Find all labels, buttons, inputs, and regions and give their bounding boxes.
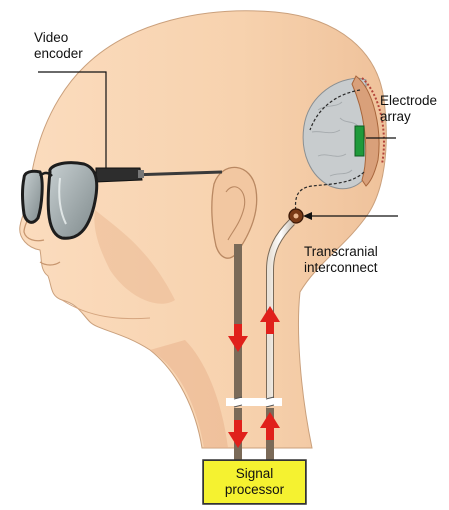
signal-processor-label-line2: processor (225, 482, 284, 498)
electrode-array-label-line2: array (380, 109, 437, 125)
electrode-array-label: Electrode array (380, 93, 437, 125)
interconnect-core (294, 214, 299, 219)
transcranial-interconnect-label: Transcranial interconnect (304, 244, 378, 276)
lens-back (23, 171, 43, 222)
video-encoder-label-line2: encoder (34, 46, 83, 62)
signal-processor-label: Signal processor (203, 460, 306, 504)
transcranial-label-line1: Transcranial (304, 244, 378, 260)
transcranial-label-line2: interconnect (304, 260, 378, 276)
video-encoder-unit (96, 168, 142, 182)
video-encoder-label-line1: Video (34, 30, 83, 46)
electrode-array-icon (355, 126, 364, 156)
video-encoder-label: Video encoder (34, 30, 83, 62)
encoder-tip (138, 170, 144, 178)
electrode-array-label-line1: Electrode (380, 93, 437, 109)
signal-processor-label-line1: Signal (236, 466, 274, 482)
